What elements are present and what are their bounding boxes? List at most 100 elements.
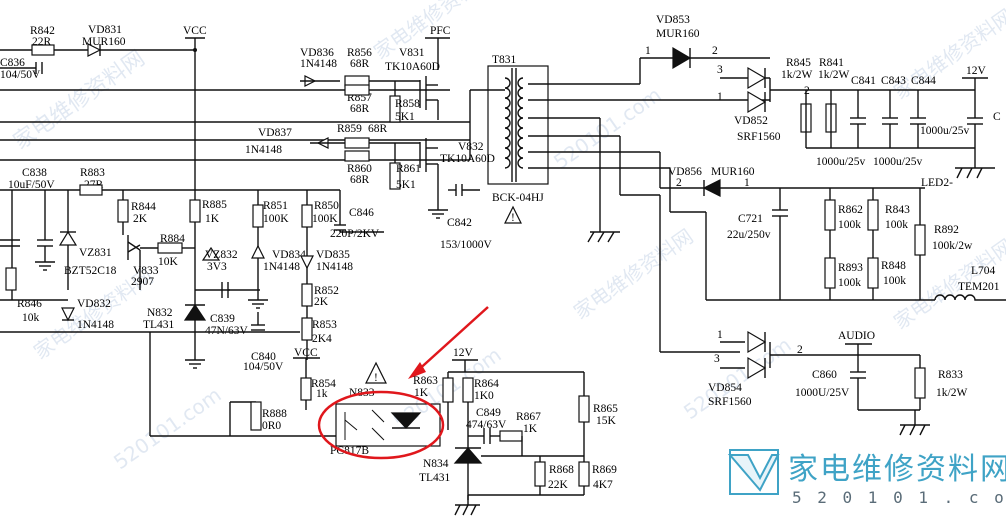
r884-val: 10K — [158, 256, 179, 268]
c840-val: 104/50V — [243, 361, 284, 373]
r852-ref: R852 — [314, 285, 339, 297]
vd854-val: SRF1560 — [708, 396, 752, 408]
vd831-ref: VD831 — [88, 24, 122, 36]
c846-val: 220P/2KV — [330, 228, 380, 240]
transformer-t831: T831 BCK-04HJ ! — [469, 54, 720, 243]
r844-val: 2K — [133, 213, 148, 225]
r844-ref: R844 — [131, 201, 156, 213]
vd856-val: MUR160 — [711, 166, 755, 178]
brand-url: 5 2 0 1 0 1 . c o m — [792, 488, 1006, 507]
n833-val: PC817B — [330, 445, 369, 457]
vd834-val: 1N4148 — [263, 261, 300, 273]
pin-label: 3 — [717, 64, 723, 76]
r892-val: 100k/2w — [932, 240, 973, 252]
n832-val: TL431 — [143, 319, 175, 331]
watermark-text: 家电维修资料网 — [569, 224, 697, 324]
watermark-url: 520101.com — [679, 332, 796, 424]
led2-label: LED2- — [921, 177, 953, 189]
audio-label: AUDIO — [838, 330, 875, 342]
r845-val: 1k/2W — [781, 69, 812, 81]
v831-val: TK10A60D — [385, 61, 440, 73]
c860-val: 1000U/25V — [795, 387, 850, 399]
vd852-ref: VD852 — [734, 115, 768, 127]
vcc-label-top: VCC — [183, 25, 207, 37]
r867-val: 1K — [523, 423, 538, 435]
vcc-label-mid: VCC — [294, 347, 318, 359]
optocoupler-n833: R888 0R0 N833 PC817B ! — [149, 306, 489, 460]
v831-ref: V831 — [399, 47, 425, 59]
r862-val: 100k — [838, 219, 861, 231]
r888-val: 0R0 — [262, 420, 281, 432]
c836-val: 104/50V — [0, 69, 41, 81]
watermark-text: 家电维修资料网 — [889, 4, 1006, 104]
c846-ref: C846 — [349, 207, 374, 219]
brand-logo: 家电维修资料网 5 2 0 1 0 1 . c o m — [727, 449, 1006, 507]
v12-label-mid: 12V — [453, 347, 474, 359]
r893-ref: R893 — [838, 262, 863, 274]
watermark-layer: 家电维修资料网 家电维修资料网 520101.com 家电维修资料网 家电维修资… — [9, 0, 1006, 474]
pin-label: 3 — [714, 353, 720, 365]
r845-ref: R845 — [786, 57, 811, 69]
r856-val: 68R — [350, 58, 370, 70]
cap-val: 1000u/25v — [920, 125, 969, 137]
brand-name: 家电维修资料网 — [788, 452, 1006, 487]
vz831-val: BZT52C18 — [64, 265, 117, 277]
r862-ref: R862 — [838, 204, 863, 216]
secondary-outputs: VD853 MUR160 1 2 3 1 2 VD852 SRF1560 R84… — [619, 14, 1006, 436]
highlight-arrow — [414, 306, 489, 374]
r851-ref: R851 — [263, 200, 288, 212]
r885-ref: R885 — [202, 199, 227, 211]
r854-val: 1k — [316, 388, 328, 400]
r869-ref: R869 — [592, 464, 617, 476]
r885-val: 1K — [205, 213, 220, 225]
r850-ref: R850 — [314, 200, 339, 212]
r863-val: 1K — [414, 387, 429, 399]
vd832-val: 1N4148 — [77, 319, 114, 331]
vz831-ref: VZ831 — [79, 247, 112, 259]
r843-ref: R843 — [885, 204, 910, 216]
r868-ref: R868 — [549, 464, 574, 476]
c841-ref: C841 — [851, 75, 876, 87]
c842-ref: C842 — [447, 217, 472, 229]
r841-ref: R841 — [819, 57, 844, 69]
r856-ref: R856 — [347, 47, 372, 59]
r893-val: 100k — [838, 277, 861, 289]
vd831-val: MUR160 — [82, 36, 126, 48]
c838-val: 10uF/50V — [8, 179, 55, 191]
gate-drive-upper: VD836 1N4148 R856 68R R857 68R V831 TK10… — [300, 25, 451, 123]
c839-val: 47N/63V — [205, 325, 249, 337]
r867-ref: R867 — [516, 411, 541, 423]
vd853-ref: VD853 — [656, 14, 690, 26]
r884-ref: R884 — [160, 233, 185, 245]
cap-val: 1000u/25v — [873, 156, 922, 168]
vz832-ref: VZ832 — [205, 249, 238, 261]
watermark-url: 520101.com — [109, 382, 226, 474]
pfc-label: PFC — [430, 25, 451, 37]
sense-network: R851 100K R850 100K C846 220P/2KV VD834 … — [243, 189, 384, 410]
vd834-ref: VD834 — [272, 249, 306, 261]
watermark-url: 520101.com — [549, 82, 666, 174]
r853-ref: R853 — [312, 319, 337, 331]
r869-val: 4K7 — [593, 479, 613, 491]
r868-val: 22K — [548, 479, 569, 491]
pin-label: 1 — [717, 329, 723, 341]
r863-ref: R863 — [413, 375, 438, 387]
c849-ref: C849 — [476, 407, 501, 419]
c721-val: 22u/250v — [727, 229, 771, 241]
r833-val: 1k/2W — [936, 387, 967, 399]
gate-drive-lower: VD837 1N4148 R859 68R R860 68R V832 TK10… — [245, 123, 495, 251]
r846-ref: R846 — [17, 298, 42, 310]
warning-mark: ! — [374, 372, 378, 384]
warning-mark: ! — [511, 212, 515, 224]
r833-ref: R833 — [938, 369, 963, 381]
r860-ref: R860 — [347, 163, 372, 175]
r888-ref: R888 — [262, 408, 287, 420]
l704-val: TEM201 — [958, 281, 1000, 293]
r858-val: 5K1 — [395, 111, 415, 123]
pin-label: 1 — [717, 91, 723, 103]
r883-ref: R883 — [80, 167, 105, 179]
r852-val: 2K — [314, 296, 329, 308]
vd853-val: MUR160 — [656, 28, 700, 40]
vd836-ref: VD836 — [300, 47, 334, 59]
